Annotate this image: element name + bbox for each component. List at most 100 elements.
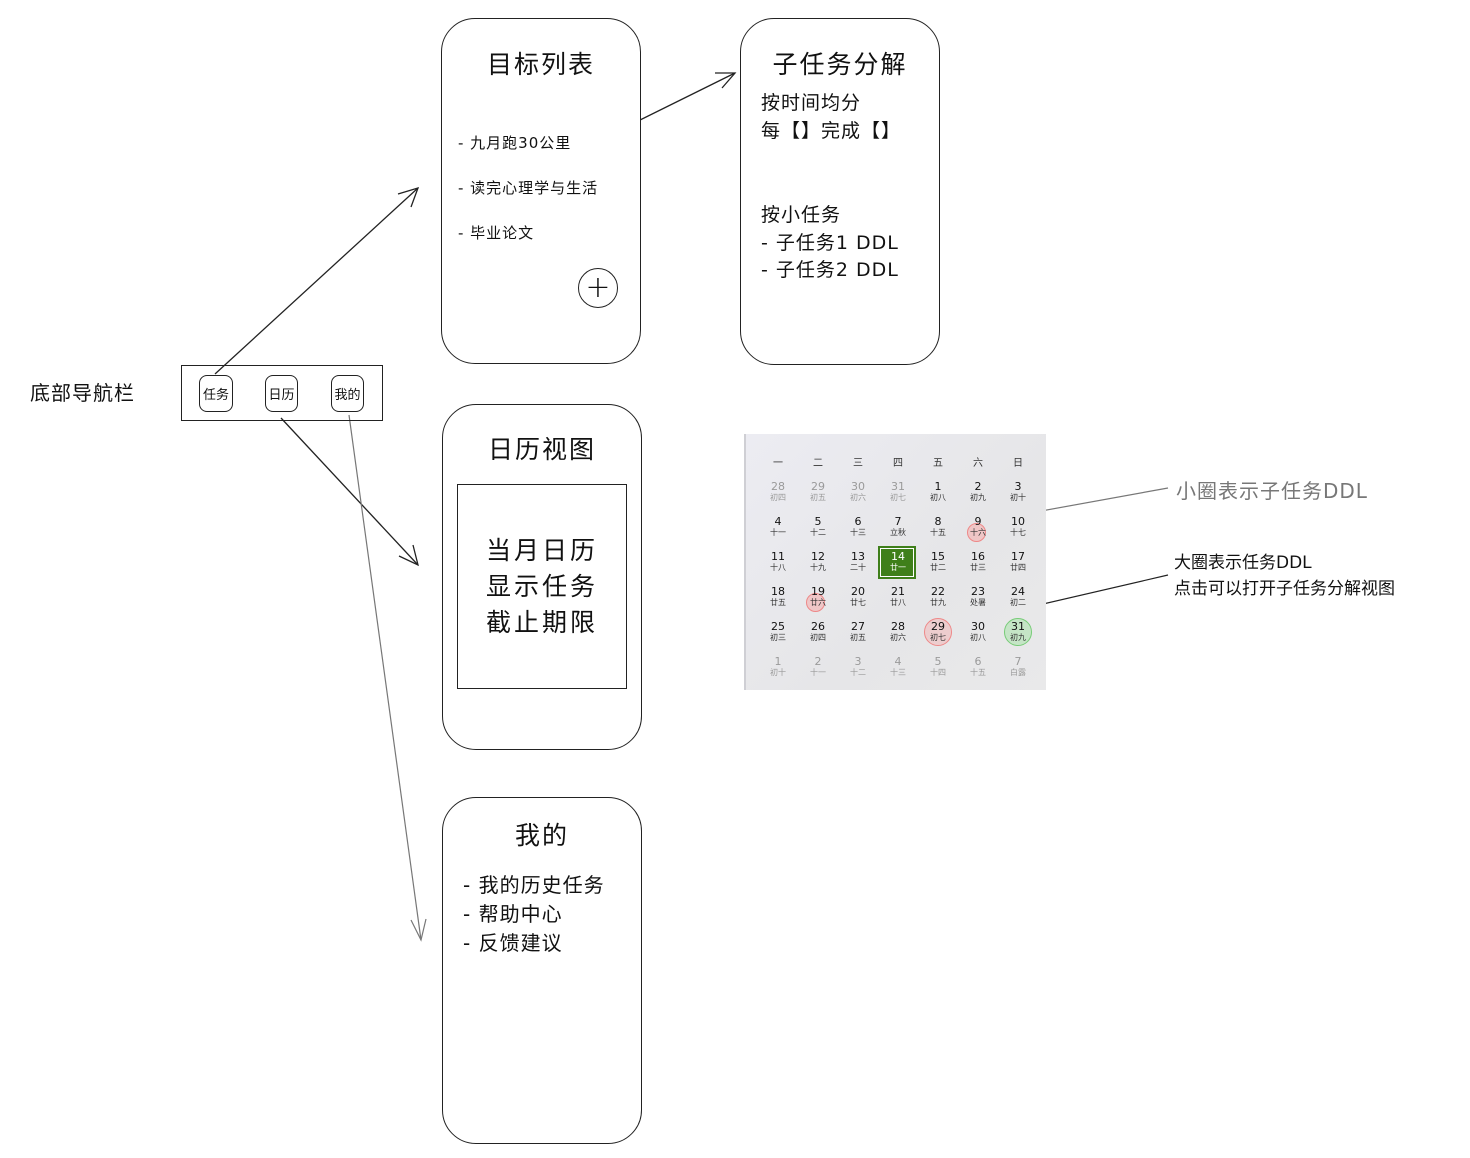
add-goal-button[interactable]: +: [578, 268, 618, 308]
calendar-day-number: 24: [1011, 585, 1025, 598]
weekday-header: 二: [813, 458, 823, 469]
me-menu-item[interactable]: - 反馈建议: [463, 931, 563, 955]
calendar-lunar-date: 初七: [930, 633, 946, 642]
calendar-lunar-date: 廿七: [850, 598, 866, 607]
subtask-item[interactable]: - 子任务2 DDL: [761, 259, 899, 281]
goal-item[interactable]: - 读完心理学与生活: [458, 179, 599, 197]
calendar-day-number: 25: [771, 620, 785, 633]
calendar-lunar-date: 十二: [810, 528, 826, 537]
calendar-lunar-date: 十八: [770, 563, 786, 572]
calendar-lunar-date: 十三: [890, 668, 906, 677]
calendar-day-number: 28: [771, 480, 785, 493]
calendar-lunar-date: 初四: [770, 493, 786, 502]
me-menu-item[interactable]: - 我的历史任务: [463, 873, 605, 897]
calendar-lunar-date: 廿八: [890, 598, 906, 607]
goal-item[interactable]: - 毕业论文: [458, 224, 535, 242]
subtask-ddl-small-circle[interactable]: [967, 523, 986, 542]
month-calendar-placeholder: 当月日历 显示任务 截止期限: [457, 484, 627, 689]
calendar-day-number: 17: [1011, 550, 1025, 563]
nav-tasks-button[interactable]: 任务: [199, 375, 233, 412]
arrow-tasks-to-goal-list: [214, 187, 419, 375]
calendar-lunar-date: 廿二: [930, 563, 946, 572]
calendar-lunar-date: 十三: [850, 528, 866, 537]
subtask-ddl-small-circle[interactable]: [806, 593, 825, 612]
calendar-day-number: 31: [1011, 620, 1025, 633]
calendar-day-number: 29: [931, 620, 945, 633]
task-ddl-green-circle[interactable]: [1004, 618, 1032, 646]
goal-item[interactable]: - 九月跑30公里: [458, 134, 572, 152]
large-circle-note-line1: 大圈表示任务DDL: [1174, 553, 1312, 573]
calendar-day-number: 22: [931, 585, 945, 598]
calendar-day-number: 15: [931, 550, 945, 563]
small-circle-note: 小圈表示子任务DDL: [1176, 479, 1368, 503]
calendar-lunar-date: 初八: [930, 493, 946, 502]
subtask-item[interactable]: - 子任务1 DDL: [761, 232, 899, 254]
calendar-day-number: 1: [934, 480, 942, 493]
calendar-view-screen: 日历视图 当月日历 显示任务 截止期限: [442, 404, 642, 750]
calendar-lunar-date: 初六: [850, 493, 866, 502]
today-highlight[interactable]: [881, 549, 913, 576]
calendar-day-number: 12: [811, 550, 825, 563]
calendar-lunar-date: 十二: [850, 668, 866, 677]
calendar-day-number: 16: [971, 550, 985, 563]
calendar-lunar-date: 立秋: [890, 528, 906, 537]
nav-me-button[interactable]: 我的: [331, 375, 364, 412]
task-ddl-large-circle[interactable]: [924, 618, 952, 646]
nav-calendar-button[interactable]: 日历: [265, 375, 298, 412]
me-menu-item[interactable]: - 帮助中心: [463, 902, 563, 926]
calendar-day-number: 26: [811, 620, 825, 633]
large-circle-note-line2: 点击可以打开子任务分解视图: [1174, 579, 1395, 599]
goal-list-title: 目标列表: [486, 50, 595, 79]
subtask-screen: 子任务分解 按时间均分 每【】完成【】 按小任务 - 子任务1 DDL - 子任…: [740, 18, 940, 365]
subtask-title: 子任务分解: [772, 50, 908, 79]
calendar-day-number: 6: [854, 515, 862, 528]
calendar-lunar-date: 白露: [1010, 668, 1026, 677]
goal-list-screen: 目标列表 - 九月跑30公里 - 读完心理学与生活 - 毕业论文 +: [441, 18, 641, 364]
calendar-lunar-date: 初五: [850, 633, 866, 642]
calendar-lunar-date: 处暑: [970, 598, 986, 607]
calendar-day-number: 30: [851, 480, 865, 493]
